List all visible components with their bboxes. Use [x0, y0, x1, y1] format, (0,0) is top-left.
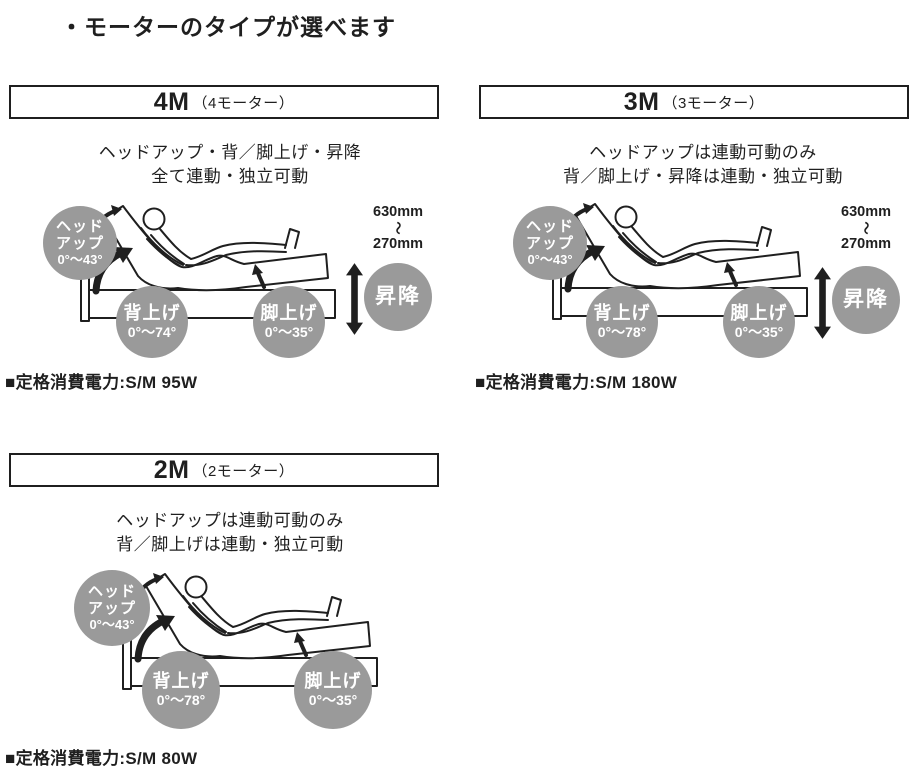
badge-range: 0°〜74° — [127, 323, 177, 340]
badge-range: 0°〜35° — [308, 691, 358, 708]
description-line: ヘッドアップは連動可動のみ — [116, 511, 344, 530]
badge-range: 0°〜43° — [527, 252, 573, 268]
head-up-badge: ヘッド アップ 0°〜43° — [43, 206, 117, 280]
back-up-badge: 背上げ 0°〜78° — [586, 286, 658, 358]
badge-label: 脚上げ — [304, 671, 362, 692]
back-up-badge: 背上げ 0°〜78° — [142, 651, 220, 729]
rated-power-label: ■定格消費電力:S/M 180W — [475, 373, 678, 392]
panel-3m-description: ヘッドアップは連動可動のみ 背／脚上げ・昇降は連動・独立可動 — [478, 141, 920, 189]
lift-badge: 昇降 — [364, 263, 432, 331]
description-line: 全て連動・独立可動 — [151, 167, 309, 186]
badge-label: アップ — [55, 235, 104, 253]
badge-label: 脚上げ — [730, 303, 788, 324]
motor-count-label: （2モーター） — [192, 463, 295, 480]
badge-label: ヘッド — [525, 218, 574, 235]
head-up-badge: ヘッド アップ 0°〜43° — [513, 206, 587, 280]
rated-power-label: ■定格消費電力:S/M 95W — [5, 373, 198, 392]
lift-range-arrow-icon — [346, 262, 363, 336]
motor-code-label: 3M — [623, 87, 660, 116]
badge-range: 0°〜35° — [734, 323, 784, 340]
description-line: ヘッドアップ・背／脚上げ・昇降 — [98, 143, 362, 162]
leg-up-badge: 脚上げ 0°〜35° — [294, 651, 372, 729]
panel-2m-header: 2M （2モーター） — [9, 453, 439, 487]
badge-label: 昇降 — [375, 285, 421, 309]
badge-range: 0°〜35° — [264, 323, 314, 340]
height-min: 270mm — [841, 236, 891, 252]
badge-range: 0°〜43° — [89, 617, 135, 633]
height-range-label: 630mm 〜 270mm — [824, 204, 908, 252]
page-title: ・モーターのタイプが選べます — [60, 14, 396, 40]
panel-3m: 3M （3モーター） ヘッドアップは連動可動のみ 背／脚上げ・昇降は連動・独立可… — [470, 85, 920, 400]
height-min: 270mm — [373, 236, 423, 252]
badge-label: ヘッド — [87, 583, 136, 600]
motor-code-label: 4M — [153, 87, 190, 116]
panel-3m-header: 3M （3モーター） — [479, 85, 909, 119]
badge-range: 0°〜43° — [57, 252, 103, 268]
badge-range: 0°〜78° — [597, 323, 647, 340]
panel-2m: 2M （2モーター） ヘッドアップは連動可動のみ 背／脚上げは連動・独立可動 ヘ… — [0, 453, 460, 778]
panel-4m-description: ヘッドアップ・背／脚上げ・昇降 全て連動・独立可動 — [0, 141, 460, 189]
badge-label: 背上げ — [593, 303, 651, 324]
range-wave-glyph: 〜 — [390, 221, 406, 235]
leg-up-badge: 脚上げ 0°〜35° — [253, 286, 325, 358]
description-line: 背／脚上げ・昇降は連動・独立可動 — [563, 167, 843, 186]
lift-badge: 昇降 — [832, 266, 900, 334]
badge-label: 背上げ — [123, 303, 181, 324]
panel-2m-description: ヘッドアップは連動可動のみ 背／脚上げは連動・独立可動 — [0, 509, 460, 557]
height-max: 630mm — [841, 204, 891, 220]
lift-range-arrow-icon — [814, 266, 831, 340]
description-line: 背／脚上げは連動・独立可動 — [116, 535, 344, 554]
range-wave-glyph: 〜 — [858, 221, 874, 235]
head-up-badge: ヘッド アップ 0°〜43° — [74, 570, 150, 646]
rated-power-label: ■定格消費電力:S/M 80W — [5, 749, 198, 768]
leg-up-badge: 脚上げ 0°〜35° — [723, 286, 795, 358]
motor-count-label: （3モーター） — [662, 95, 765, 112]
badge-label: 昇降 — [843, 288, 889, 312]
badge-range: 0°〜78° — [156, 691, 206, 708]
motor-count-label: （4モーター） — [192, 95, 295, 112]
badge-label: 背上げ — [152, 671, 210, 692]
height-max: 630mm — [373, 204, 423, 220]
badge-label: ヘッド — [55, 218, 104, 235]
back-up-badge: 背上げ 0°〜74° — [116, 286, 188, 358]
badge-label: アップ — [525, 235, 574, 253]
panel-4m-header: 4M （4モーター） — [9, 85, 439, 119]
badge-label: アップ — [87, 600, 136, 618]
badge-label: 脚上げ — [260, 303, 318, 324]
motor-code-label: 2M — [153, 455, 190, 484]
height-range-label: 630mm 〜 270mm — [356, 204, 440, 252]
panel-4m: 4M （4モーター） ヘッドアップ・背／脚上げ・昇降 全て連動・独立可動 ヘッド… — [0, 85, 460, 400]
description-line: ヘッドアップは連動可動のみ — [589, 143, 817, 162]
